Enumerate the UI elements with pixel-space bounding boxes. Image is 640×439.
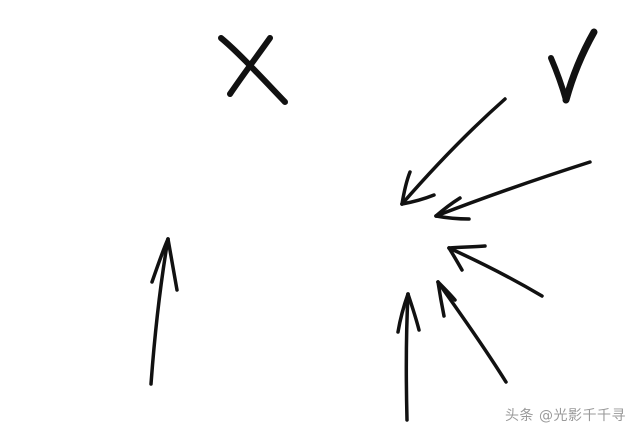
arrow-bottom-right — [436, 280, 508, 384]
arrow-top-right — [400, 97, 507, 206]
cross-icon — [218, 35, 288, 105]
check-icon — [548, 28, 598, 104]
arrow-right — [434, 160, 592, 221]
watermark-text: 头条 @光影千千寻 — [505, 408, 626, 424]
converging-arrows — [396, 97, 592, 422]
arrow-bottom — [396, 292, 421, 422]
single-arrow — [149, 237, 179, 386]
arrow-lower-right — [447, 244, 544, 298]
